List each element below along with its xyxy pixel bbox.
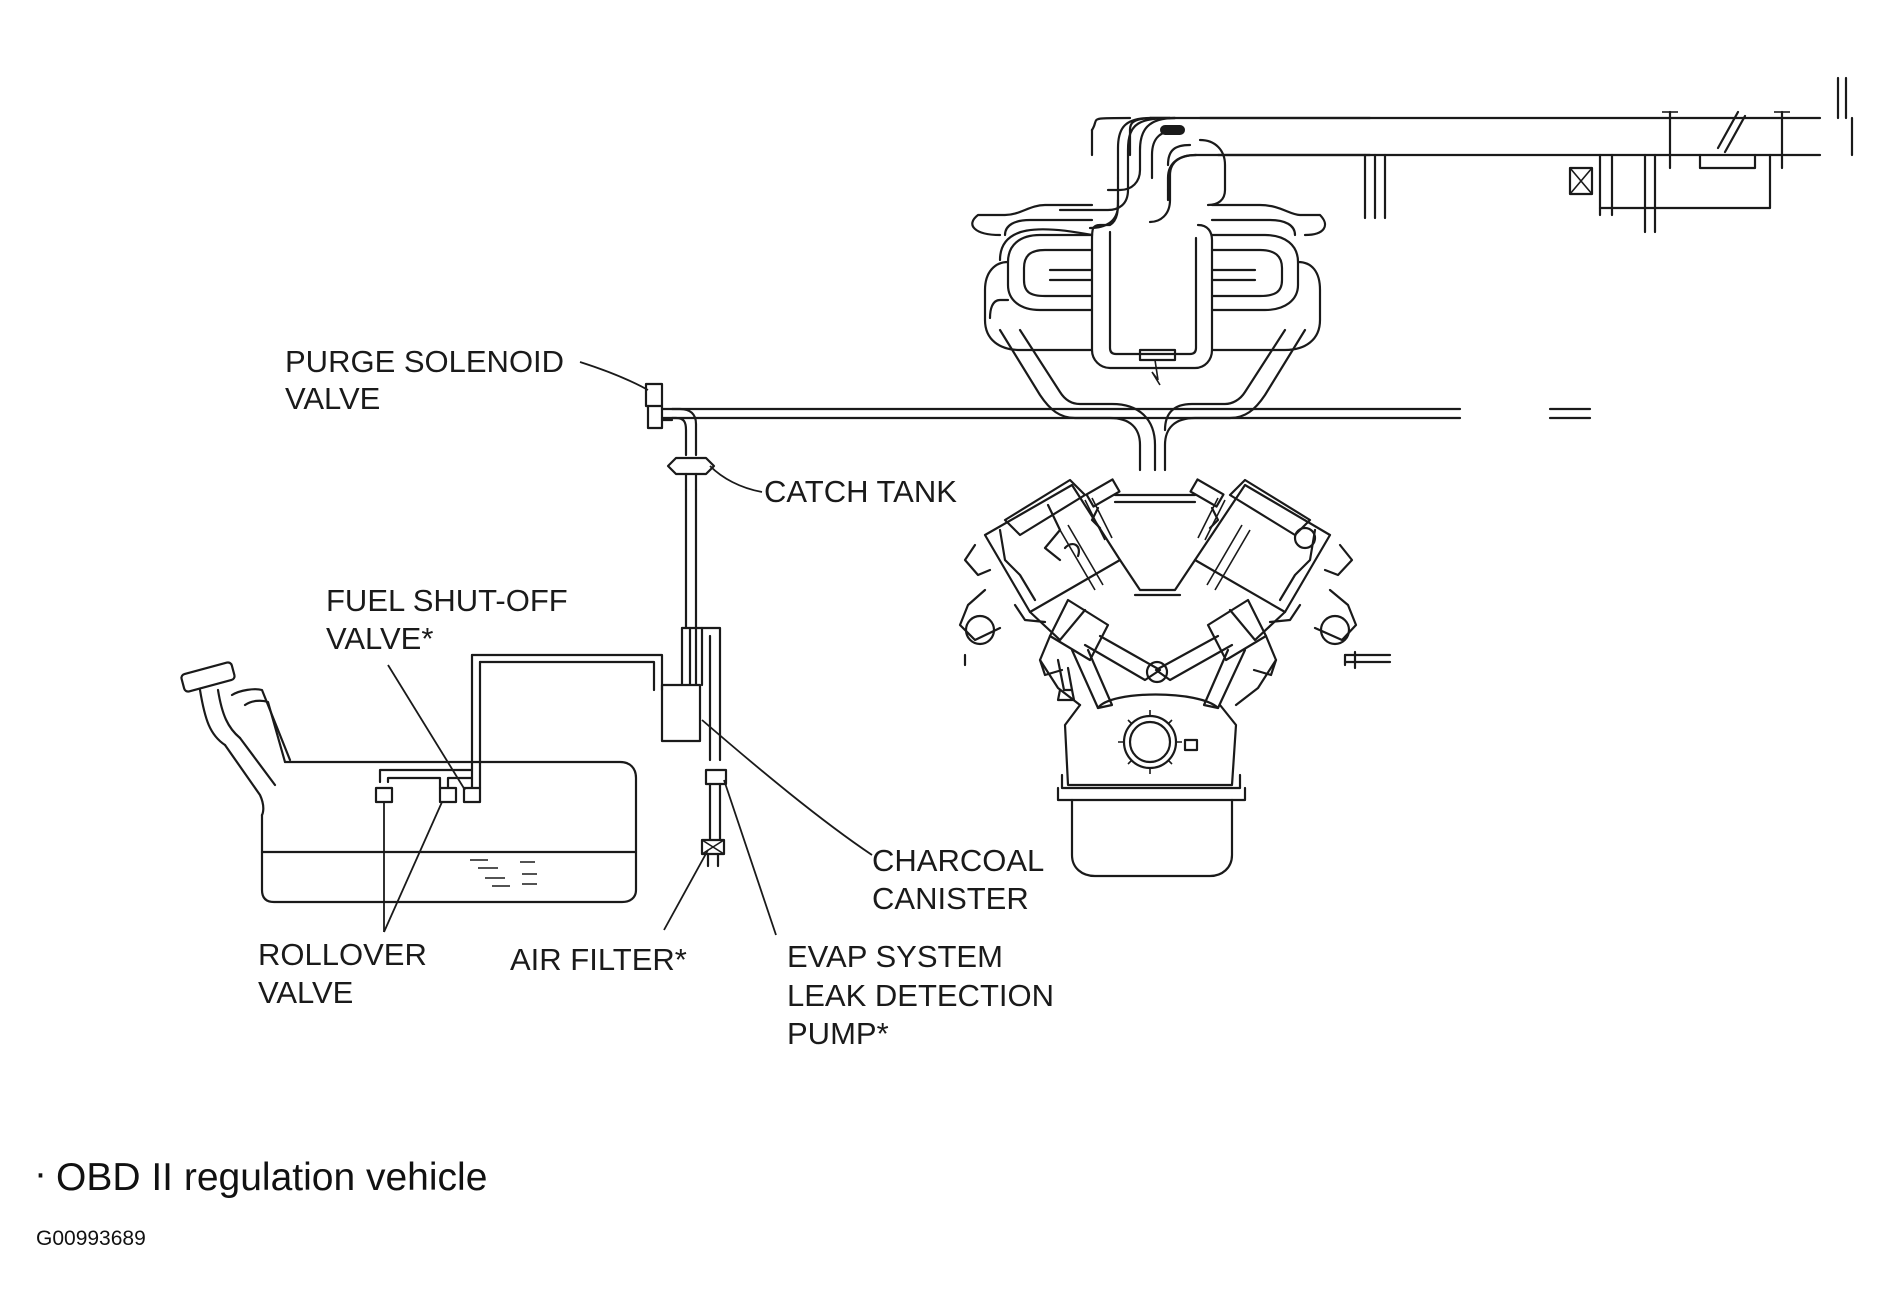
evap-pump-label-line3: PUMP*: [787, 1016, 889, 1051]
charcoal-canister-label-line1: CHARCOAL: [872, 843, 1044, 878]
figure-id: G00993689: [36, 1227, 146, 1250]
purge-solenoid-label-line2: VALVE: [285, 381, 380, 416]
evap-leak-detection-pump: [704, 768, 728, 842]
air-filter: [700, 838, 726, 868]
footnote-marker: ·: [34, 1152, 47, 1195]
catch-tank: [666, 456, 716, 492]
purge-solenoid-label-line1: PURGE SOLENOID: [285, 344, 564, 379]
charcoal-canister: [660, 683, 702, 743]
rollover-valve-right: [438, 786, 458, 804]
rollover-valve-label-line1: ROLLOVER: [258, 937, 427, 972]
intake-manifold: [1088, 76, 1854, 234]
fuel-shutoff-label-line2: VALVE*: [326, 621, 433, 656]
v-engine: [958, 478, 1392, 878]
fuel-shutoff-label-line1: FUEL SHUT-OFF: [326, 583, 568, 618]
fuel-vapor-line: [470, 653, 664, 790]
evap-pump-label-line2: LEAK DETECTION: [787, 978, 1054, 1013]
purge-line: [670, 407, 1592, 420]
vacuum-hose-to-catch-tank: [660, 407, 698, 457]
fuel-tank: [180, 661, 638, 904]
labels: PURGE SOLENOID VALVE CATCH TANK FUEL SHU…: [258, 344, 1054, 1051]
catch-tank-label: CATCH TANK: [764, 474, 957, 509]
footnote-text: OBD II regulation vehicle: [56, 1156, 487, 1199]
intake-runners: [971, 116, 1372, 472]
rollover-valve-label-line2: VALVE: [258, 975, 353, 1010]
leader-lines: [383, 361, 873, 936]
rollover-valve-left: [374, 786, 394, 804]
charcoal-canister-label-line2: CANISTER: [872, 881, 1029, 916]
evap-pump-label-line1: EVAP SYSTEM: [787, 939, 1003, 974]
footnote: · OBD II regulation vehicle: [34, 1152, 487, 1199]
fuel-shutoff-valve: [462, 786, 482, 804]
hose-catch-tank-to-canister: [680, 488, 722, 762]
air-filter-label: AIR FILTER*: [510, 942, 687, 977]
purge-solenoid-valve: [644, 382, 674, 430]
